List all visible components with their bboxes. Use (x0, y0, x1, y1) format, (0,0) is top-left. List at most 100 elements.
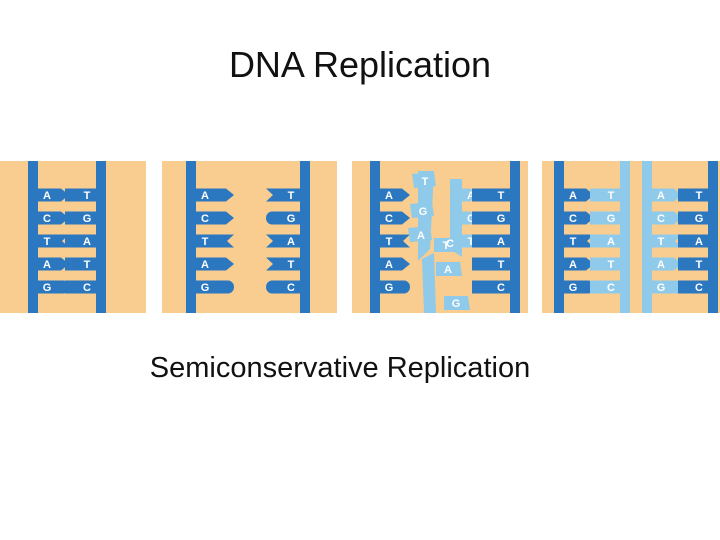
sugar-phosphate-backbone (510, 161, 520, 313)
nucleotide-base (380, 257, 410, 271)
nucleotide-letter: T (498, 259, 505, 271)
nucleotide-letter: G (419, 206, 428, 218)
nucleotide-letter: C (569, 213, 577, 225)
nucleotide-base (652, 257, 682, 271)
sugar-phosphate-backbone (620, 161, 630, 313)
nucleotide-letter: A (385, 259, 393, 271)
nucleotide-letter: G (497, 213, 506, 225)
nucleotide-letter: A (497, 236, 505, 248)
nucleotide-letter: T (202, 236, 209, 248)
nucleotide-letter: C (385, 213, 393, 225)
nucleotide-letter: A (201, 190, 209, 202)
nucleotide-base (472, 188, 510, 202)
nucleotide-letter: T (608, 190, 615, 202)
nucleotide-letter: C (43, 213, 51, 225)
nucleotide-letter: C (83, 282, 91, 294)
nucleotide-letter: T (422, 176, 429, 188)
nucleotide-letter: T (288, 259, 295, 271)
nucleotide-letter: T (658, 236, 665, 248)
nucleotide-letter: C (657, 213, 665, 225)
nucleotide-base (380, 188, 410, 202)
nucleotide-base (380, 280, 410, 294)
nucleotide-base (678, 211, 708, 225)
nucleotide-letter: G (569, 282, 578, 294)
nucleotide-letter: A (43, 259, 51, 271)
nucleotide-letter: G (695, 213, 704, 225)
nucleotide-base (38, 280, 69, 294)
nucleotide-base (38, 188, 69, 202)
nucleotide-base (38, 234, 69, 248)
nucleotide-letter: T (443, 240, 450, 252)
nucleotide-letter: A (695, 236, 703, 248)
nucleotide-letter: T (288, 190, 295, 202)
nucleotide-base (678, 257, 708, 271)
free-nucleotide (408, 226, 432, 242)
nucleotide-letter: G (43, 282, 52, 294)
nucleotide-base (65, 234, 96, 248)
nucleotide-letter: A (287, 236, 295, 248)
nucleotide-base (564, 211, 594, 225)
nucleotide-base (564, 280, 594, 294)
nucleotide-letter: G (287, 213, 296, 225)
nucleotide-letter: A (569, 259, 577, 271)
nucleotide-letter: A (83, 236, 91, 248)
free-nucleotide (410, 202, 434, 218)
nucleotide-letter: C (497, 282, 505, 294)
free-nucleotide (434, 238, 460, 252)
nucleotide-base (196, 188, 234, 202)
nucleotide-base (564, 188, 594, 202)
nucleotide-base (380, 211, 410, 225)
nucleotide-letter: T (570, 236, 577, 248)
nucleotide-letter: G (201, 282, 210, 294)
nucleotide-letter: G (385, 282, 394, 294)
nucleotide-base (590, 234, 620, 248)
sugar-phosphate-backbone (708, 161, 718, 313)
nucleotide-base (652, 188, 682, 202)
nucleotide-base (266, 280, 300, 294)
nucleotide-letter: T (386, 236, 393, 248)
nucleotide-letter: T (696, 259, 703, 271)
nucleotide-letter: T (44, 236, 51, 248)
nucleotide-letter: T (84, 190, 91, 202)
nucleotide-letter: C (695, 282, 703, 294)
sugar-phosphate-backbone (186, 161, 196, 313)
new-strand-backbone (450, 179, 462, 257)
nucleotide-base (652, 234, 682, 248)
new-strand-fragment (422, 253, 436, 313)
nucleotide-letter: T (468, 236, 475, 248)
nucleotide-base (472, 257, 510, 271)
nucleotide-base (196, 257, 234, 271)
free-nucleotide (436, 262, 462, 276)
nucleotide-letter: A (569, 190, 577, 202)
nucleotide-base (380, 234, 410, 248)
nucleotide-base (196, 280, 234, 294)
nucleotide-base (590, 188, 620, 202)
nucleotide-letter: C (467, 213, 475, 225)
sugar-phosphate-backbone (370, 161, 380, 313)
nucleotide-base (652, 211, 682, 225)
nucleotide-letter: G (452, 298, 461, 310)
nucleotide-letter: A (607, 236, 615, 248)
nucleotide-base (196, 234, 234, 248)
nucleotide-base (590, 257, 620, 271)
nucleotide-base (678, 280, 708, 294)
nucleotide-base (564, 234, 594, 248)
nucleotide-letter: A (657, 259, 665, 271)
nucleotide-base (266, 211, 300, 225)
nucleotide-base (590, 280, 620, 294)
nucleotide-letter: T (84, 259, 91, 271)
nucleotide-base (678, 188, 708, 202)
nucleotide-base (266, 257, 300, 271)
nucleotide-base (472, 211, 510, 225)
nucleotide-letter: G (83, 213, 92, 225)
nucleotide-letter: T (608, 259, 615, 271)
slide-subtitle: Semiconservative Replication (149, 352, 531, 384)
nucleotide-base (65, 188, 96, 202)
